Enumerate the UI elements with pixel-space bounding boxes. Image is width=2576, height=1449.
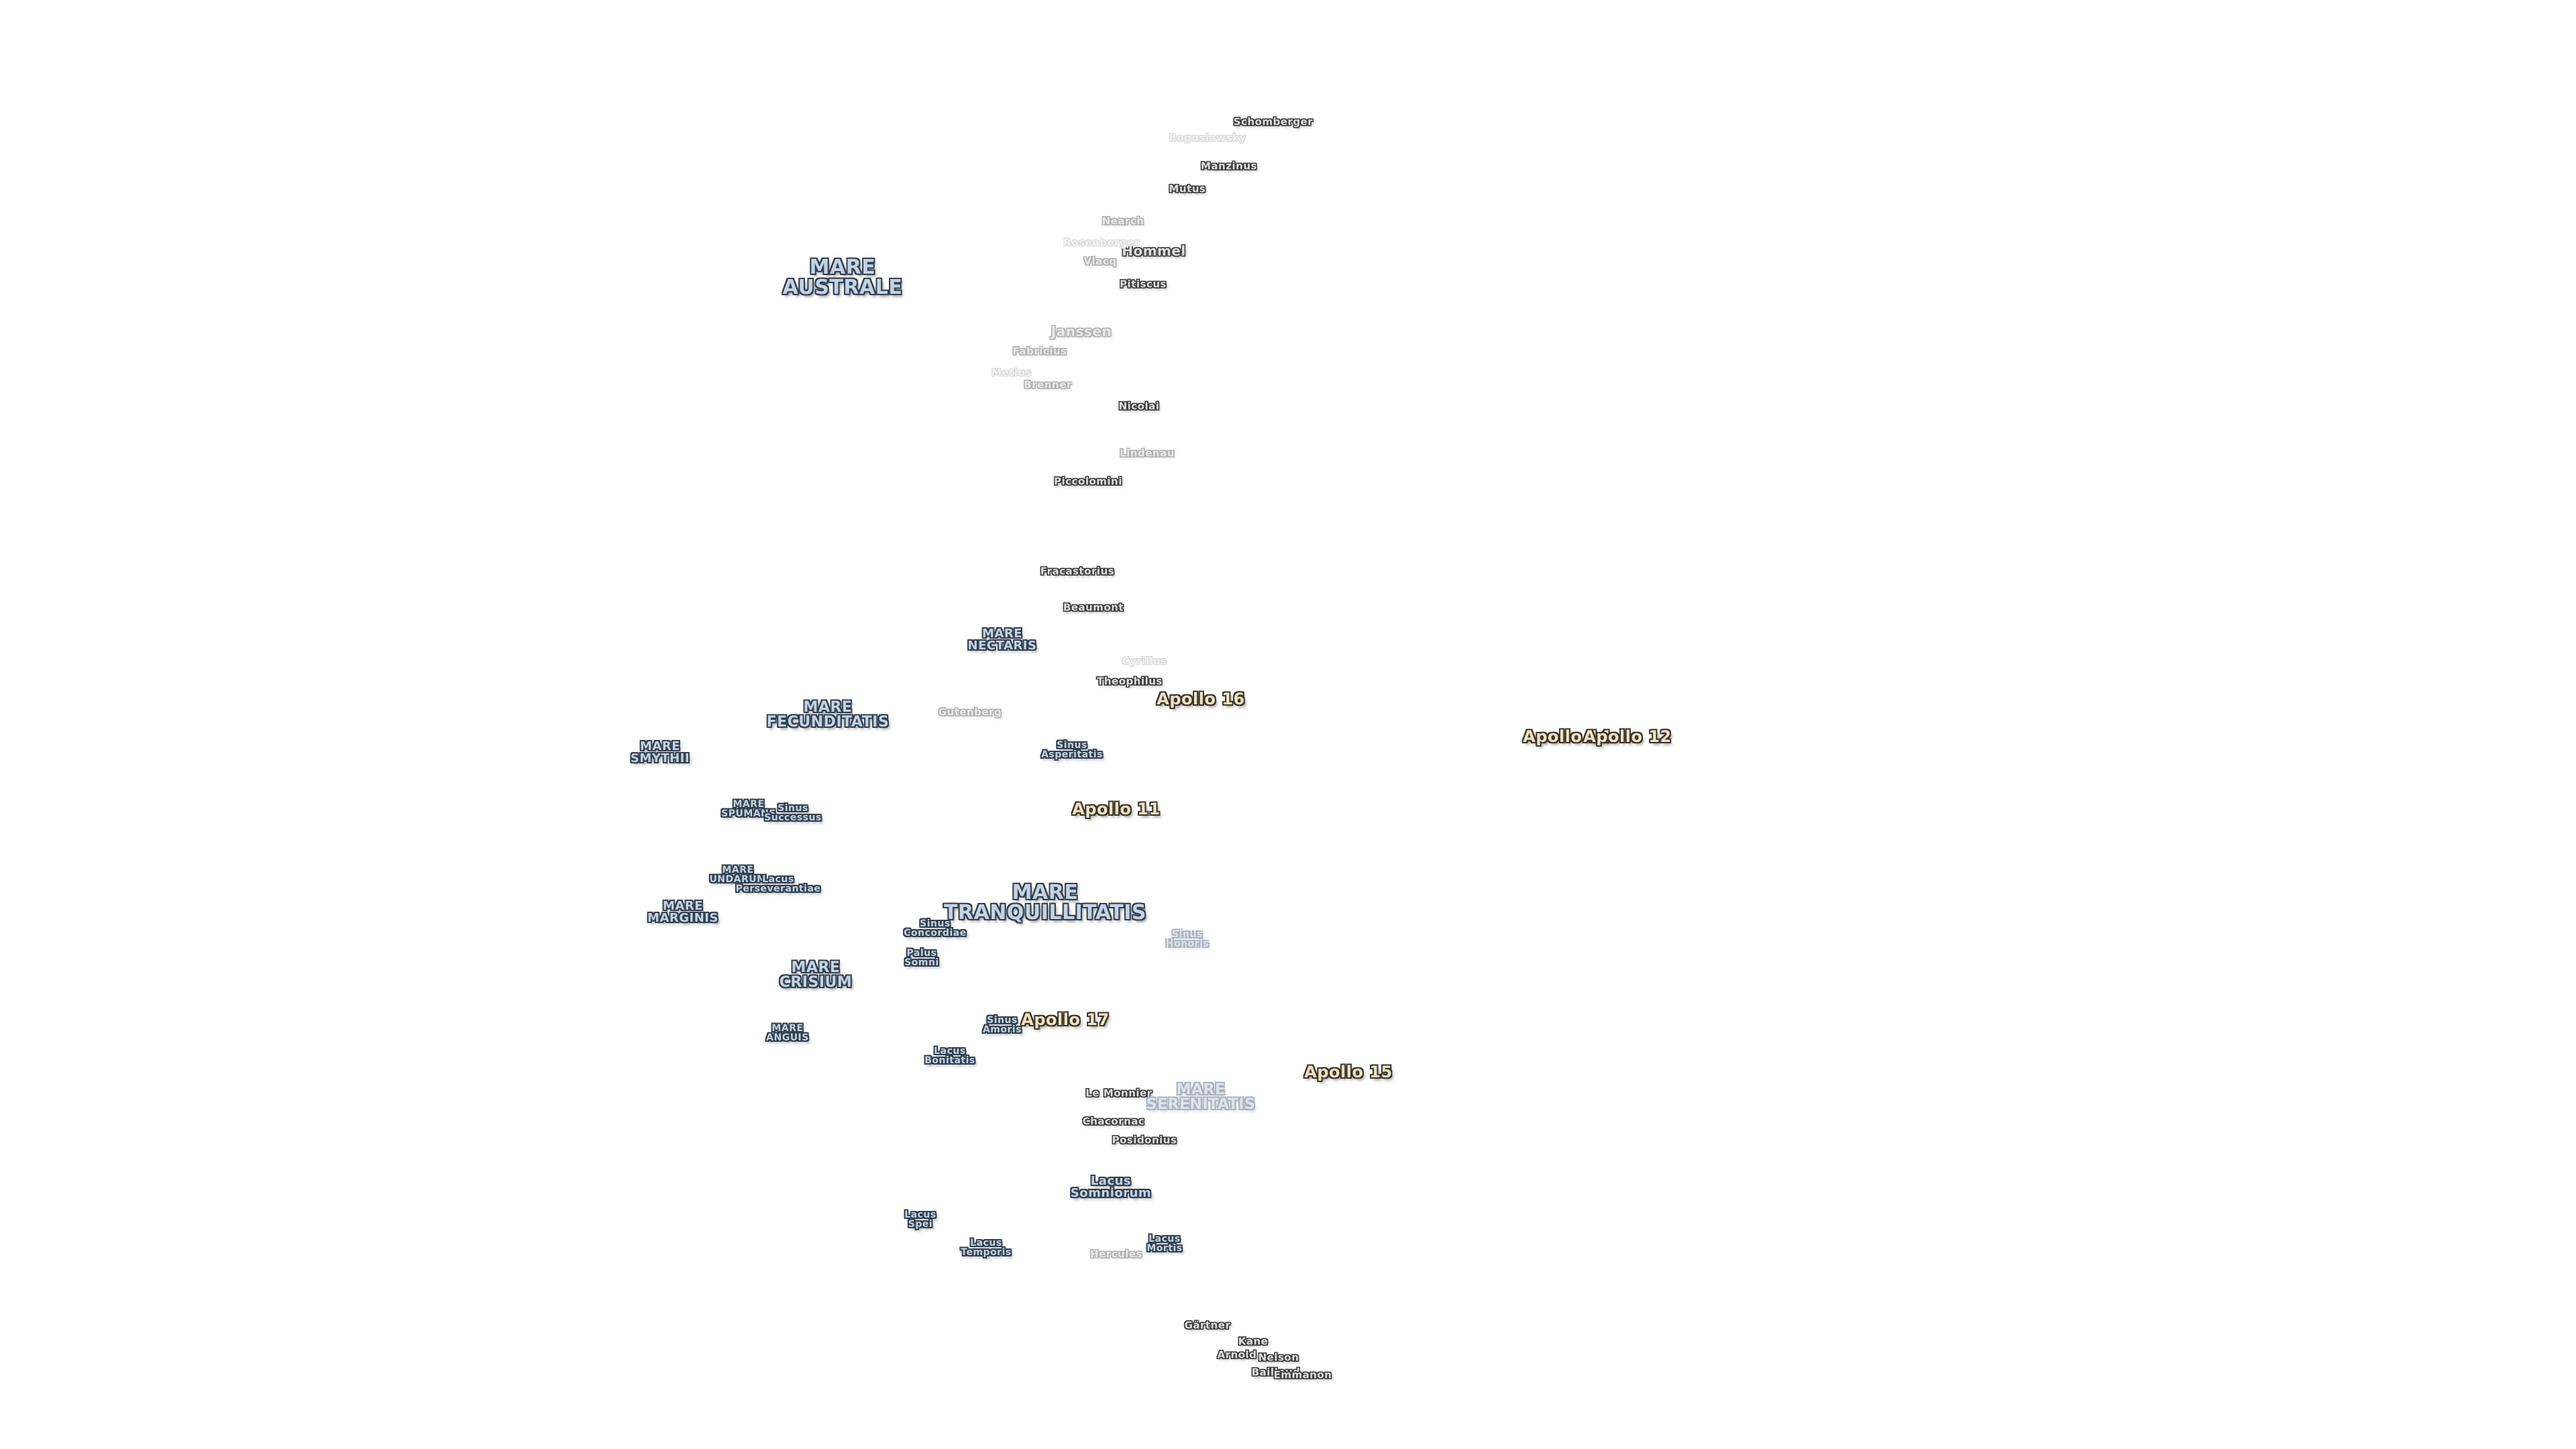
label-le-monnier: Le Monnier	[1085, 1087, 1152, 1099]
label-piccolomini: Piccolomini	[1054, 475, 1122, 488]
label-theophilus: Theophilus	[1097, 675, 1163, 688]
label-boguslawsky: Boguslawsky	[1169, 131, 1246, 144]
label-sinus-amoris: Sinus Amoris	[982, 1015, 1022, 1035]
label-gartner: Gärtner	[1184, 1319, 1231, 1332]
label-fabricius: Fabricius	[1012, 345, 1067, 358]
label-mutus: Mutus	[1169, 182, 1206, 195]
label-mare-serenitatis: MARE SERENITATIS	[1146, 1081, 1256, 1113]
label-apollo-16: Apollo 16	[1157, 690, 1245, 708]
label-lacus-bonitatis: Lacus Bonitatis	[924, 1046, 975, 1066]
label-lindenau: Lindenau	[1120, 447, 1175, 460]
label-hercules: Hercules	[1090, 1248, 1142, 1260]
label-sinus-asperitatis: Sinus Asperitatis	[1041, 740, 1103, 760]
label-mare-smythii: MARE SMYTHII	[630, 739, 690, 765]
label-fracastorius: Fracastorius	[1040, 565, 1115, 578]
label-apollo-11: Apollo 11	[1072, 800, 1161, 818]
label-pitiscus: Pitiscus	[1120, 278, 1167, 290]
label-sinus-successus: Sinus Successus	[764, 803, 822, 823]
label-manzinus: Manzinus	[1201, 160, 1257, 172]
label-cyrillus: Cyrillus	[1122, 655, 1167, 667]
label-baillaud: Baillaud	[1251, 1366, 1301, 1379]
label-lacus-somniorum: Lacus Somniorum	[1070, 1174, 1152, 1200]
label-sinus-honoris: Sinus Honoris	[1165, 929, 1210, 949]
label-lacus-spei: Lacus Spei	[904, 1210, 936, 1230]
label-arnold: Arnold	[1217, 1348, 1257, 1361]
label-apollo-17: Apollo 17	[1021, 1010, 1110, 1029]
label-mare-fecunditatis: MARE FECUNDITATIS	[766, 699, 890, 731]
label-hommel: Hommel	[1122, 243, 1186, 259]
label-lacus-perseverantiae: Lacus Perseverantiae	[735, 874, 821, 894]
label-emmanon: Emmanon	[1273, 1368, 1332, 1381]
label-apollo-12: Apollo 12	[1583, 727, 1672, 746]
label-beaumont: Beaumont	[1063, 601, 1124, 614]
label-nicolai: Nicolai	[1118, 400, 1160, 413]
label-chacornac: Chacornac	[1082, 1115, 1145, 1128]
label-sinus-concordiae: Sinus Concordiae	[904, 918, 967, 938]
label-mare-spumans: MARE SPUMANS	[721, 799, 776, 819]
label-gutenberg: Gutenberg	[938, 706, 1002, 718]
label-mare-nectaris: MARE NECTARIS	[967, 627, 1037, 653]
label-palus-somni: Palus Somni	[904, 948, 939, 968]
label-kane: Kane	[1238, 1335, 1269, 1348]
label-lacus-temporis: Lacus Temporis	[961, 1238, 1012, 1258]
label-apollo-15: Apollo 15	[1304, 1063, 1393, 1081]
label-mare-undarum: MARE UNDARUM	[709, 865, 767, 885]
label-mare-crisium: MARE CRISIUM	[779, 959, 853, 991]
label-nearch: Nearch	[1102, 215, 1144, 227]
label-nelson: Nelson	[1258, 1351, 1299, 1364]
label-janssen: Janssen	[1051, 323, 1112, 339]
label-mare-australe: MARE AUSTRALE	[782, 256, 903, 299]
label-brenner: Brenner	[1024, 378, 1072, 391]
label-lacus-mortis: Lacus Mortis	[1146, 1234, 1183, 1254]
label-mare-tranquillitatis: MARE TRANQUILLITATIS	[943, 881, 1147, 924]
label-posidonius: Posidonius	[1112, 1134, 1177, 1146]
label-apollo-14: Apollo 14	[1523, 727, 1611, 746]
label-rosenberger: Rosenberger	[1063, 236, 1140, 249]
label-schomberger: Schomberger	[1233, 115, 1313, 128]
label-metius: Metius	[991, 366, 1032, 379]
label-vlacq: Vlacq	[1083, 255, 1117, 268]
label-mare-anguis: MARE ANGUIS	[766, 1023, 809, 1043]
label-mare-marginis: MARE MARGINIS	[647, 899, 718, 925]
